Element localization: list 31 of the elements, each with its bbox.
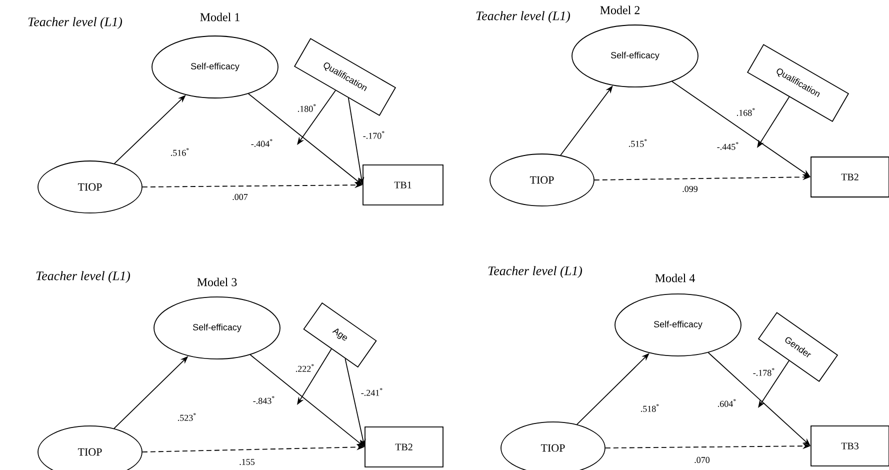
edge-label: .099 [681,184,699,194]
oval-node: Self-efficacy [152,36,278,98]
edge-label: .515$^{*}$ [627,138,649,148]
edge-label: .516$^{*}$ [169,147,191,157]
edge-label: -.404$^{*}$ [250,138,274,148]
edge-label: .604$^{*}$ [716,398,738,408]
oval-node: Self-efficacy [614,294,742,356]
variable-box: TB2 [364,426,444,468]
edge-label: -.843$^{*}$ [252,395,276,405]
oval-node: TIOP [38,160,142,214]
panel-heading: Teacher level (L1) [488,266,582,278]
edge-label: -.445$^{*}$ [716,141,740,151]
panel-heading: Teacher level (L1) [28,17,122,29]
oval-node: Self-efficacy [572,24,698,88]
panel-heading: Teacher level (L1) [476,11,570,23]
edge-label: .523$^{*}$ [176,412,198,422]
variable-box: TB2 [810,156,889,198]
edge-label: -.170$^{*}$ [362,130,386,140]
edge-label: -.241$^{*}$ [360,387,384,397]
oval-node: Self-efficacy [154,296,280,360]
edge-label: .180$^{*}$ [296,103,318,113]
model-title: Model 4 [655,274,695,282]
edge-label: .070 [693,456,711,464]
panel-heading: Teacher level (L1) [36,271,130,283]
variable-box: TB3 [810,426,889,466]
edge-label: .518$^{*}$ [639,403,661,413]
edge-label: .155 [238,458,256,466]
edge-label: .007 [231,192,249,202]
oval-node: TIOP [490,154,594,206]
model-title: Model 1 [200,12,240,22]
variable-box: TB1 [362,164,444,206]
